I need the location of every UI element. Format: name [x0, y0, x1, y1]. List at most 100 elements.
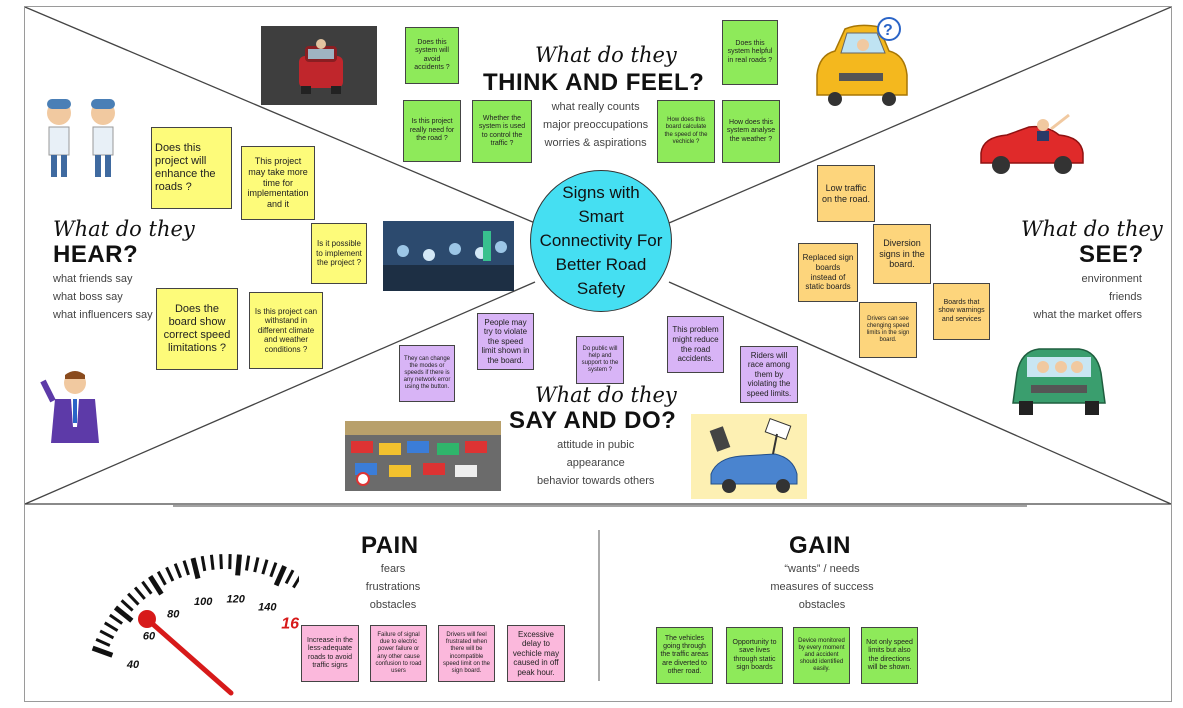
- speedometer-tick: [219, 554, 223, 570]
- hear-lines: what friends say what boss say what infl…: [53, 270, 153, 324]
- speedometer-tick: [99, 629, 115, 640]
- say-do-heading: SAY AND DO?: [509, 407, 677, 434]
- speedometer-tick: [113, 605, 134, 623]
- gain-line: obstacles: [798, 599, 846, 611]
- sticky-note: Failure of signal due to electric power …: [370, 625, 427, 682]
- speedometer-tick: [261, 559, 269, 575]
- confused-driver-illustration: ?: [809, 15, 911, 107]
- speedometer-tick: [209, 554, 215, 570]
- sticky-note: They can change the modes or speeds if t…: [399, 345, 455, 402]
- sticky-note: Excessive delay to vechicle may caused i…: [507, 625, 565, 682]
- empathy-map-board: Signs with Smart Connectivity For Better…: [24, 6, 1172, 702]
- sticky-note: People may try to violate the speed limi…: [477, 313, 534, 370]
- speedometer-tick: [235, 554, 242, 576]
- sticky-note: Boards that show warnings and services: [933, 283, 990, 340]
- see-lines: environment friends what the market offe…: [1025, 270, 1142, 324]
- two-people-talking-illustration: [37, 95, 127, 181]
- sticky-note: This project may take more time for impl…: [241, 146, 315, 220]
- gain-line: “wants” / needs: [784, 563, 860, 575]
- pain-heading: PAIN: [361, 532, 419, 559]
- speedometer-tick: [190, 557, 201, 580]
- see-line: what the market offers: [1033, 309, 1142, 321]
- hear-line: what influencers say: [53, 309, 153, 321]
- speedometer-label: 60: [143, 630, 156, 642]
- think-feel-heading: THINK AND FEEL?: [483, 69, 705, 96]
- red-convertible-illustration: [977, 113, 1087, 177]
- speedometer-needle: [144, 616, 234, 696]
- hear-line: what friends say: [53, 273, 133, 285]
- quadrant-lines: [25, 7, 1171, 681]
- speedometer-label: 40: [126, 659, 140, 671]
- sticky-note: Low traffic on the road.: [817, 165, 875, 222]
- sticky-note: Not only speed limits but also the direc…: [861, 627, 918, 684]
- speedometer-tick: [141, 580, 153, 595]
- svg-text:?: ?: [883, 22, 893, 39]
- speedometer-label: 80: [167, 609, 180, 621]
- sticky-note: Is this project can withstand in differe…: [249, 292, 323, 369]
- speedometer-tick: [95, 638, 111, 647]
- speedometer-tick: [91, 645, 114, 658]
- sticky-note: Opportunity to save lives through static…: [726, 627, 783, 684]
- gain-line: measures of success: [770, 581, 874, 593]
- think-feel-line: what really counts: [551, 101, 640, 113]
- speedometer-label: 140: [258, 601, 277, 613]
- sticky-note: Riders will race among them by violating…: [740, 346, 798, 403]
- speedometer-tick: [103, 621, 119, 632]
- speedometer-hub: [138, 610, 156, 628]
- center-topic-circle: Signs with Smart Connectivity For Better…: [530, 170, 672, 312]
- say-do-line: appearance: [566, 457, 625, 469]
- speedometer-tick: [273, 565, 287, 587]
- pain-line: obstacles: [369, 599, 417, 611]
- sticky-note: Do public will help and support to the s…: [576, 336, 624, 384]
- say-do-script: What do they: [535, 383, 677, 407]
- sticky-note: Drivers can see chenging speed limits in…: [859, 302, 917, 358]
- businessman-illustration: [37, 367, 109, 447]
- speedometer-tick: [182, 560, 190, 576]
- sticky-note: The vehicles going through the traffic a…: [656, 627, 713, 684]
- sticky-note: How does this board calculate the speed …: [657, 100, 715, 163]
- sticky-note: Is it possible to implement the project …: [311, 223, 367, 284]
- speedometer-tick: [244, 555, 251, 571]
- speedometer-tick: [156, 570, 167, 586]
- sticky-note: Replaced sign boards instead of static b…: [798, 243, 858, 302]
- see-line: environment: [1081, 273, 1142, 285]
- sticky-note: Is this project really need for the road…: [403, 100, 461, 162]
- sticky-note: Does this system helpful in real roads ?: [722, 20, 778, 85]
- sticky-note: Does the board show correct speed limita…: [156, 288, 238, 370]
- speedometer-tick: [127, 592, 140, 606]
- speedometer-tick: [148, 575, 164, 596]
- speedometer-tick: [120, 599, 134, 612]
- pain-lines: fears frustrations obstacles: [361, 560, 425, 614]
- speedometer-tick: [200, 555, 207, 572]
- sticky-note: Whether the system is used to control th…: [472, 100, 532, 163]
- think-feel-line: major preoccupations: [543, 119, 649, 131]
- think-feel-line: worries & aspirations: [544, 137, 647, 149]
- speedometer-tick: [284, 569, 295, 585]
- speedometer-tick: [109, 613, 124, 625]
- speedometer-label: 100: [194, 596, 213, 608]
- pain-line: fears: [380, 563, 406, 575]
- say-do-line: behavior towards others: [537, 475, 655, 487]
- think-feel-lines: what really counts major preoccupations …: [543, 98, 648, 152]
- speedometer-tick: [269, 562, 278, 578]
- family-car-illustration: [1009, 337, 1109, 427]
- sticky-note: Device monitored by every moment and acc…: [793, 627, 850, 684]
- hear-script: What do they: [53, 217, 195, 241]
- speedometer-illustration: 406080100120140160180200: [77, 547, 299, 699]
- gain-heading: GAIN: [789, 532, 851, 559]
- sticky-note: Does this system will avoid accidents ?: [405, 27, 459, 84]
- hear-line: what boss say: [53, 291, 123, 303]
- speedometer-tick: [165, 566, 175, 582]
- pain-line: frustrations: [365, 581, 421, 593]
- traffic-jam-illustration: [345, 421, 501, 491]
- speedometer-tick: [253, 557, 260, 573]
- see-heading: SEE?: [1079, 241, 1144, 268]
- gain-lines: “wants” / needs measures of success obst…: [756, 560, 888, 614]
- car-photo-illustration: [261, 26, 377, 105]
- sticky-note: This problem might reduce the road accid…: [667, 316, 724, 373]
- sticky-note: Does this project will enhance the roads…: [151, 127, 232, 209]
- say-do-lines: attitude in pubic appearance behavior to…: [537, 436, 654, 490]
- speedometer-tick: [173, 563, 183, 579]
- speedometer-tick: [133, 586, 146, 600]
- sticky-note: Drivers will feel frustrated when there …: [438, 625, 495, 682]
